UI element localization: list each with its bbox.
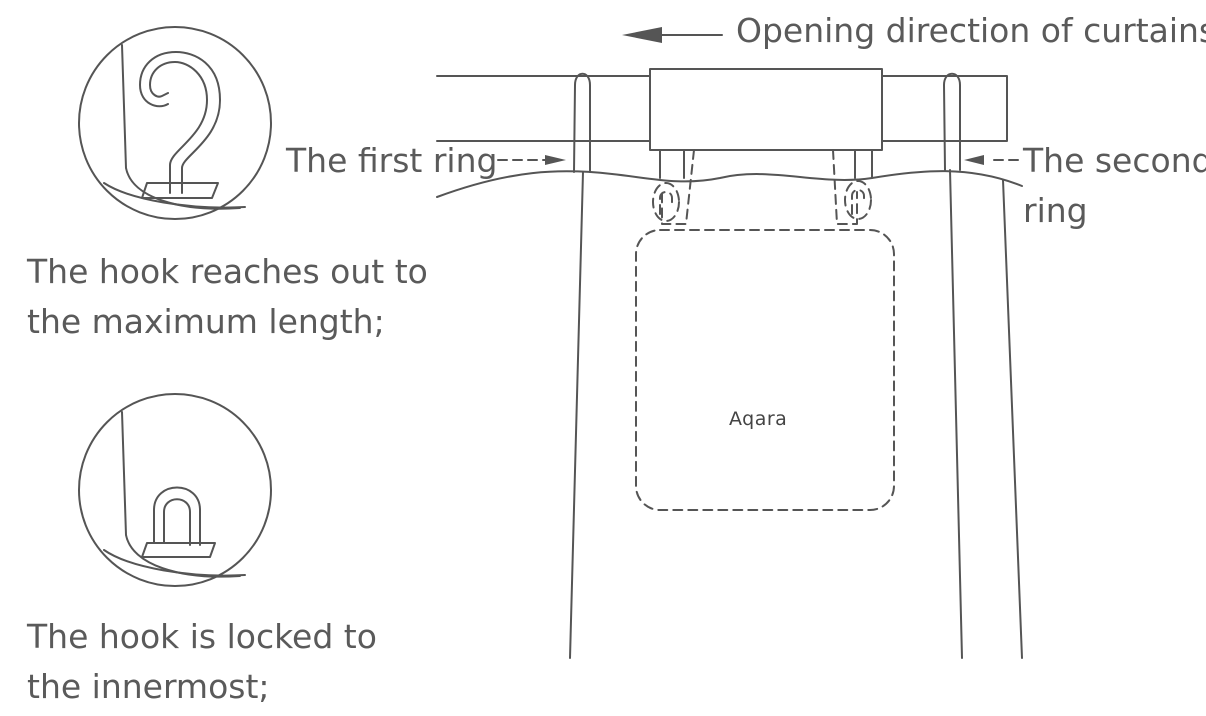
second-ring-label-line2: ring [1023, 191, 1088, 230]
hook-max-caption-line2: the maximum length; [27, 302, 385, 341]
curtain-top-edge [436, 170, 1023, 198]
hook-extended-icon [139, 51, 221, 194]
second-ring [943, 72, 961, 171]
opening-direction-label: Opening direction of curtains [736, 11, 1206, 50]
curtain-fold-left [569, 171, 584, 659]
hook-left [652, 182, 680, 222]
hook-locked-base [103, 549, 246, 577]
hook-locked-icon [153, 486, 201, 546]
first-ring-arrowhead [545, 155, 566, 165]
second-ring-label-line1: The second [1023, 141, 1206, 180]
first-ring [573, 72, 591, 173]
hook-locked-caption-line2: the innermost; [27, 667, 270, 706]
hook-left-inner [659, 191, 673, 215]
motor-arm-left [661, 149, 695, 225]
hook-locked-body [121, 411, 241, 578]
motor-arm-right [832, 149, 858, 225]
second-ring-arrowhead [964, 155, 984, 165]
hook-locked-detail [78, 393, 272, 587]
hook-extended-circle [78, 26, 272, 220]
hook-locked-circle [78, 393, 272, 587]
hook-right-inner [851, 189, 865, 215]
curtain-edge-right [1002, 179, 1023, 659]
hook-locked-slot [141, 542, 216, 558]
curtain-fold-right [949, 169, 963, 659]
first-ring-label: The first ring [286, 141, 498, 180]
curtain-motor [649, 68, 883, 151]
hook-extended-detail [78, 26, 272, 220]
aqara-logo: Aqara [729, 408, 788, 430]
opening-direction-arrowhead [622, 27, 662, 43]
motor-body-hidden [635, 229, 895, 511]
hook-right [844, 180, 872, 220]
hook-extended-slot [141, 182, 219, 199]
motor-support-left [659, 149, 685, 179]
hook-extended-base [103, 182, 246, 209]
hook-locked-caption-line1: The hook is locked to [27, 617, 377, 656]
hook-max-caption-line1: The hook reaches out to [27, 252, 428, 291]
motor-support-right [854, 149, 873, 179]
